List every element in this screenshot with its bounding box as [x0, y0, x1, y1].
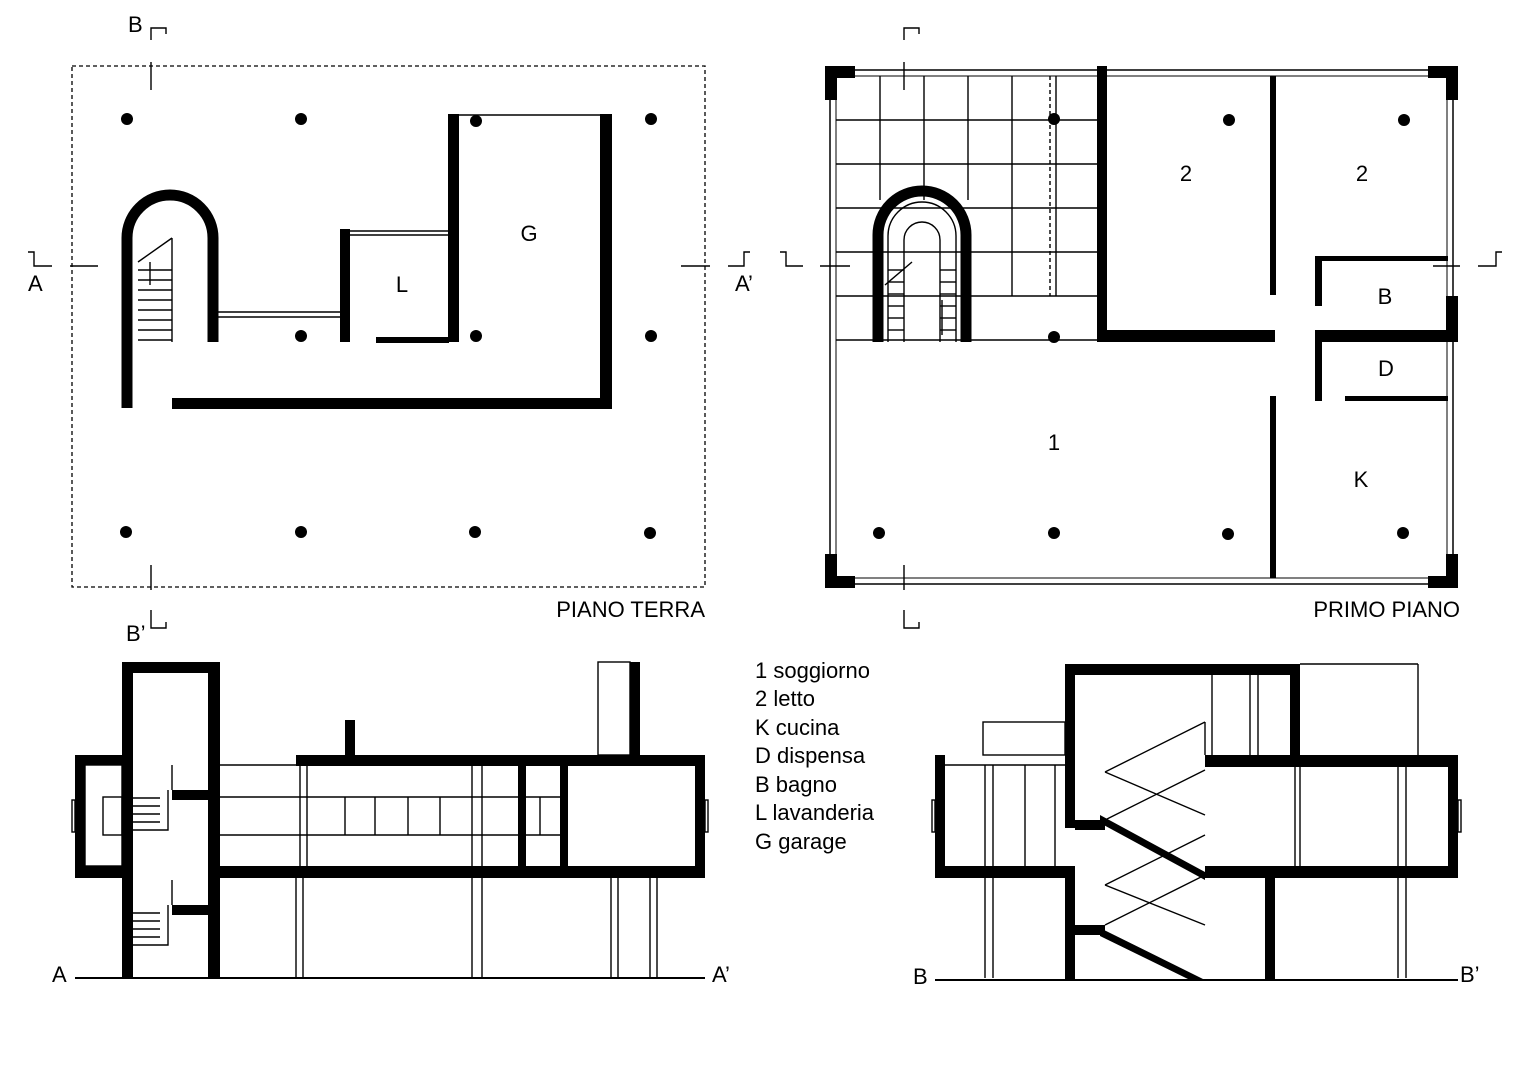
svg-text:B: B: [128, 12, 143, 37]
room-label-garage: G: [520, 221, 537, 246]
room-label-pantry: D: [1378, 356, 1394, 381]
walls: [172, 114, 612, 409]
room-label-bath: B: [1378, 284, 1393, 309]
svg-text:A’: A’: [735, 271, 753, 296]
svg-text:B’: B’: [126, 621, 146, 646]
section-marker-b-top: B: [128, 12, 167, 90]
stair-tower-walls: [121, 189, 219, 408]
columns: [873, 113, 1410, 540]
svg-text:B’: B’: [1460, 962, 1480, 987]
section-marker-a-right: A’: [681, 251, 753, 296]
legend-item: 2 letto: [755, 686, 815, 711]
legend-item: K cucina: [755, 715, 840, 740]
ground-floor-plan: L G PIANO TERRA B B’ A A’: [28, 12, 753, 646]
section-aa: A A’: [52, 661, 730, 987]
legend-item: B bagno: [755, 772, 837, 797]
room-label-laundry: L: [396, 272, 408, 297]
corner-piers: [825, 66, 1458, 588]
svg-text:A: A: [28, 271, 43, 296]
walls: [1097, 66, 1458, 578]
room-label-kitchen: K: [1354, 467, 1369, 492]
plan-title-first-floor: PRIMO PIANO: [1313, 597, 1460, 622]
section-bb: B B’: [913, 663, 1480, 989]
room-legend: 1 soggiorno 2 letto K cucina D dispensa …: [755, 658, 875, 854]
columns: [120, 113, 657, 539]
room-label-bedroom: 2: [1356, 161, 1368, 186]
room-label-bedroom: 2: [1180, 161, 1192, 186]
building-footprint-outline: [71, 65, 706, 588]
section-marker-a-left: A: [28, 251, 98, 296]
legend-item: L lavanderia: [755, 800, 875, 825]
svg-text:A’: A’: [712, 962, 730, 987]
main-volume: [75, 662, 705, 878]
legend-item: 1 soggiorno: [755, 658, 870, 683]
section-markers: [780, 27, 1502, 629]
legend-item: D dispensa: [755, 743, 866, 768]
room-label-living: 1: [1048, 430, 1060, 455]
stair-tower-walls: [872, 185, 972, 342]
plan-title-ground-floor: PIANO TERRA: [556, 597, 705, 622]
legend-item: G garage: [755, 829, 847, 854]
stair-tower: [122, 662, 220, 978]
svg-text:A: A: [52, 962, 67, 987]
svg-text:B: B: [913, 964, 928, 989]
section-marker-b-bottom: B’: [126, 565, 167, 646]
first-floor-plan: 2 2 B D 1 K PRIMO PIANO: [780, 27, 1502, 629]
